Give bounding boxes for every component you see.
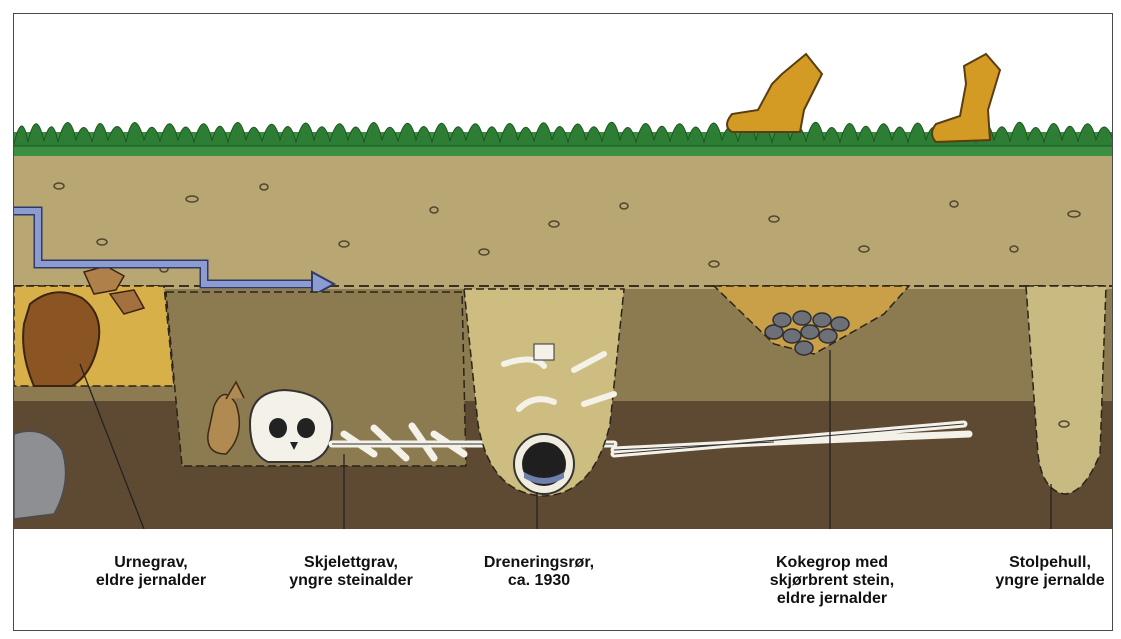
label-dreneringsror: Dreneringsrør, ca. 1930 [469, 554, 609, 590]
excavation-cross-section [14, 14, 1113, 529]
boulder [14, 431, 66, 519]
label-urnegrav: Urnegrav, eldre jernalder [86, 554, 216, 590]
label-kokegrop: Kokegrop med skjørbrent stein, eldre jer… [752, 554, 912, 608]
boot-icon [932, 54, 1000, 142]
boot-icon [727, 54, 822, 132]
topsoil-layer [14, 154, 1113, 289]
label-stolpehull: Stolpehull, yngre jernalde [980, 554, 1113, 590]
illustration-frame: Urnegrav, eldre jernalder Skjelettgrav, … [13, 13, 1113, 631]
label-skjelettgrav: Skjelettgrav, yngre steinalder [276, 554, 426, 590]
